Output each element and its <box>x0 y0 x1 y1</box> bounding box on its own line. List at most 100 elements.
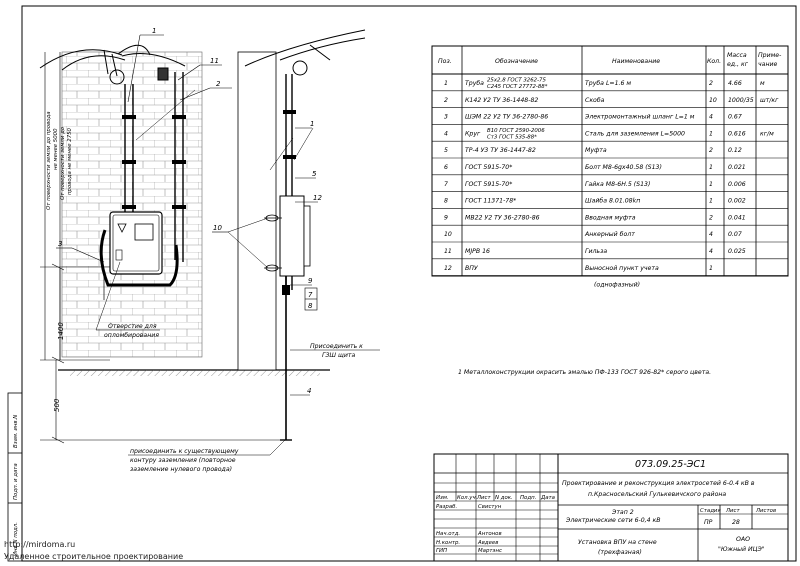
stamp-gip-label: ГИП <box>436 548 447 554</box>
stamp-razrab-label: Разраб. <box>436 504 457 510</box>
table-cell-note: кг/м <box>760 130 774 137</box>
table-cell-name: Муфта <box>585 147 607 154</box>
table-cell-pos: 11 <box>444 248 452 255</box>
callout-9: 9 <box>308 277 313 285</box>
callouts-right: 1 5 12 10 9 7 8 4 <box>212 120 322 396</box>
table-cell-name: Труба L=1.6 м <box>585 79 631 87</box>
stamp-org-2: "Южный ИЦЭ" <box>718 546 765 553</box>
stamp-col-podp: Подп. <box>520 495 536 501</box>
dimension-lines: 1400 500 От поверхности земли до провода… <box>40 52 290 444</box>
stamp-col-ndok: N док. <box>495 495 513 501</box>
table-cell-qty: 1 <box>709 265 713 272</box>
table-cell-mass: 0.006 <box>728 181 746 188</box>
concrete-wall <box>237 51 277 371</box>
table-cell-designation: К142 У2 ТУ 36-1448-82 <box>465 97 538 104</box>
watermark-url: http://mirdoma.ru <box>4 540 76 549</box>
th-qty: Кол. <box>707 58 721 65</box>
th-mass-1: Масса <box>727 52 747 59</box>
stamp-stage-desc: Электрические сети 6-0,4 кВ <box>565 517 661 524</box>
table-cell-qty: 1 <box>709 181 713 188</box>
grounding-rod <box>280 276 292 441</box>
table-cell-name: Шайба 8.01.08kп <box>585 197 640 205</box>
callout-2: 2 <box>216 80 221 88</box>
table-cell-designation: ГОСТ 5915-70* <box>465 181 512 188</box>
callout-1: 1 <box>152 27 156 35</box>
annotation-seal: Отверстие для опломбирования <box>95 261 160 339</box>
callout-5: 5 <box>312 170 317 178</box>
table-cell-mass: 0.041 <box>728 214 746 221</box>
dim-label-2a: От поверхности земли до <box>60 126 66 200</box>
dim-label-1a: От поверхности земли до провода <box>46 111 52 210</box>
grounding-line2: контуру заземления (повторное <box>130 457 236 464</box>
table-cell-designation-prefix: Круг <box>465 130 481 137</box>
dim-label-1b: не менее 5000 <box>53 128 59 170</box>
table-cell-name: Электромонтажный шланг L=1 м <box>584 114 695 121</box>
side-stamp: Взам. инв.N Подп. и дата Инв.N подл. <box>7 392 23 562</box>
stamp-nach-name: Антонов <box>477 531 502 537</box>
table-cell-designation-2: С245 ГОСТ 27772-88* <box>487 84 548 90</box>
stamp-nkontr-label: Н.контр. <box>436 540 460 546</box>
table-cell-qty: 4 <box>709 248 713 255</box>
table-cell-qty: 10 <box>709 97 717 104</box>
table-cell-name: Анкерный болт <box>584 230 635 238</box>
gzsh-line2: ГЗШ щита <box>322 352 355 359</box>
clamps-right <box>283 110 296 204</box>
table-cell-pos: 9 <box>444 214 448 221</box>
table-cell-designation: ГОСТ 5915-70* <box>465 164 512 171</box>
stamp-list-label: Лист <box>725 508 741 514</box>
callout-10: 10 <box>213 224 222 232</box>
table-cell-qty: 1 <box>709 130 713 137</box>
table-cell-designation-prefix: Труба <box>465 79 484 87</box>
table-cell-qty: 2 <box>709 214 713 221</box>
table-cell-qty: 2 <box>709 80 713 87</box>
table-cell-mass: 0.021 <box>728 164 746 171</box>
spec-table: Поз. Обозначение Наименование Кол. Масса… <box>431 45 789 289</box>
ground-surface <box>58 369 330 376</box>
side-stamp-vzam: Взам. инв.N <box>13 415 19 448</box>
table-cell-name: Сталь для заземления L=5000 <box>585 130 685 137</box>
table-cell-qty: 4 <box>709 231 713 238</box>
table-cell-designation: 25х2,8 ГОСТ 3262-75 <box>487 78 546 84</box>
th-mass-2: ед., кг <box>727 61 749 68</box>
table-cell-mass: 0.002 <box>728 198 746 205</box>
table-cell-note: м <box>760 80 765 87</box>
stamp-nach-label: Нач.отд. <box>436 531 460 537</box>
callout-8: 8 <box>308 302 313 310</box>
table-cell-name-extra: (однофазный) <box>594 282 640 289</box>
stamp-razrab-name: Свистун <box>478 504 502 510</box>
stamp-list-value: 28 <box>732 519 740 526</box>
table-cell-designation: МВ22 У2 ТУ 36-2780-86 <box>465 214 540 221</box>
table-cell-pos: 6 <box>444 164 448 171</box>
table-cell-designation-2: Ст3 ГОСТ 535-88* <box>487 134 537 140</box>
stamp-gip-name: Мартэнс <box>478 548 502 554</box>
stamp-project-2: п.Красносельский Гулькевичского района <box>588 491 726 498</box>
stamp-col-data: Дата <box>540 495 555 501</box>
th-note-1: Приме- <box>758 52 781 59</box>
table-cell-name: Гайка М8-6Н.5 (S13) <box>585 181 650 188</box>
table-cell-note: шт/кг <box>760 97 779 104</box>
gzsh-line1: Присоединить к <box>310 343 363 350</box>
stamp-stage-title: Этап 2 <box>611 509 634 516</box>
table-cell-designation: ШЭМ 22 У2 ТУ 36-2780-86 <box>465 114 548 121</box>
watermark-text: Удаленное строительное проектирование <box>4 552 184 561</box>
stamp-org-1: ОАО <box>736 536 750 543</box>
table-cell-mass: 0.67 <box>728 114 742 121</box>
table-cell-designation: ТР-4 У3 ТУ 36-1447-82 <box>465 147 536 154</box>
stamp-drawing-2: (трехфазная) <box>598 549 642 556</box>
callout-4: 4 <box>307 387 311 395</box>
stamp-code: 073.09.25-ЭС1 <box>635 459 706 470</box>
table-cell-pos: 5 <box>444 147 448 154</box>
meter-box-side <box>264 195 311 277</box>
side-stamp-podp: Подп. и дата <box>13 463 19 500</box>
table-cell-pos: 12 <box>444 265 452 272</box>
table-cell-mass: 0.025 <box>728 248 746 255</box>
sheet-frame <box>21 5 797 562</box>
meter-box-vpu <box>99 211 179 287</box>
table-cell-mass: 0.12 <box>728 147 742 154</box>
th-pos: Поз. <box>438 58 452 65</box>
callout-1b: 1 <box>310 120 314 128</box>
table-cell-name: Скоба <box>585 96 605 104</box>
table-cell-pos: 3 <box>444 114 448 121</box>
stamp-stadia-label: Стадия <box>700 508 721 514</box>
